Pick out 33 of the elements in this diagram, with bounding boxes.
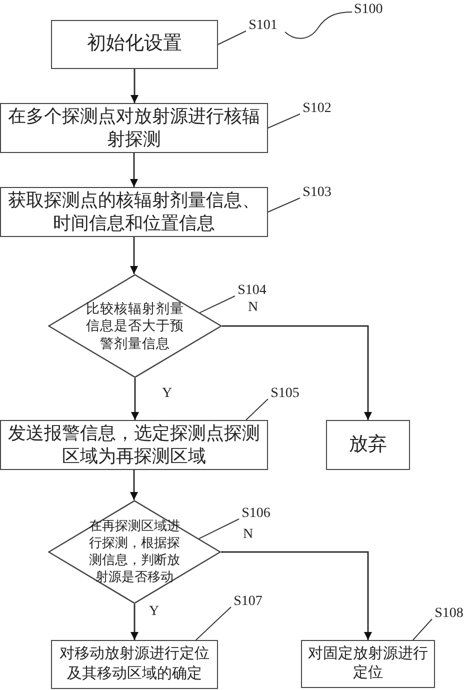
leader-line xyxy=(412,618,432,640)
leader-line xyxy=(196,606,232,640)
leader-line xyxy=(218,30,246,45)
step-label: S102 xyxy=(298,100,336,118)
arrow xyxy=(130,470,138,500)
arrow xyxy=(222,325,372,420)
step-label: S107 xyxy=(229,593,267,611)
step-label: S105 xyxy=(266,385,304,403)
arrow xyxy=(221,551,372,640)
leader-line xyxy=(246,398,268,420)
leader-line xyxy=(268,198,300,212)
process-box: 初始化设置 xyxy=(51,20,218,69)
step-label: S101 xyxy=(244,17,282,35)
process-box: 在多个探测点对放射源进行核辐射探测 xyxy=(0,103,268,153)
process-box: 获取探测点的核辐射剂量信息、时间信息和位置信息 xyxy=(0,187,268,237)
leader-line xyxy=(199,296,236,314)
step-label: S106 xyxy=(237,505,275,523)
step-label: S103 xyxy=(298,184,336,202)
process-box: 放弃 xyxy=(326,420,410,470)
figure-number: S100 xyxy=(354,2,383,18)
process-box: 对移动放射源进行定位及其移动区域的确定 xyxy=(51,640,218,689)
arrow xyxy=(130,604,138,640)
process-box: 对固定放射源进行定位 xyxy=(301,640,435,688)
arrow xyxy=(130,69,138,103)
arrow xyxy=(130,237,138,274)
step-label: S104 xyxy=(233,282,271,300)
arrow xyxy=(130,153,138,187)
leader-line xyxy=(198,518,240,540)
decision-text: 比较核辐射剂量信息是否大于预警剂量信息 xyxy=(85,300,185,352)
leader-line xyxy=(268,114,300,128)
arrow xyxy=(131,378,139,420)
step-label: S108 xyxy=(430,605,468,623)
process-box: 发送报警信息，选定探测点探测区域为再探测区域 xyxy=(0,420,268,470)
